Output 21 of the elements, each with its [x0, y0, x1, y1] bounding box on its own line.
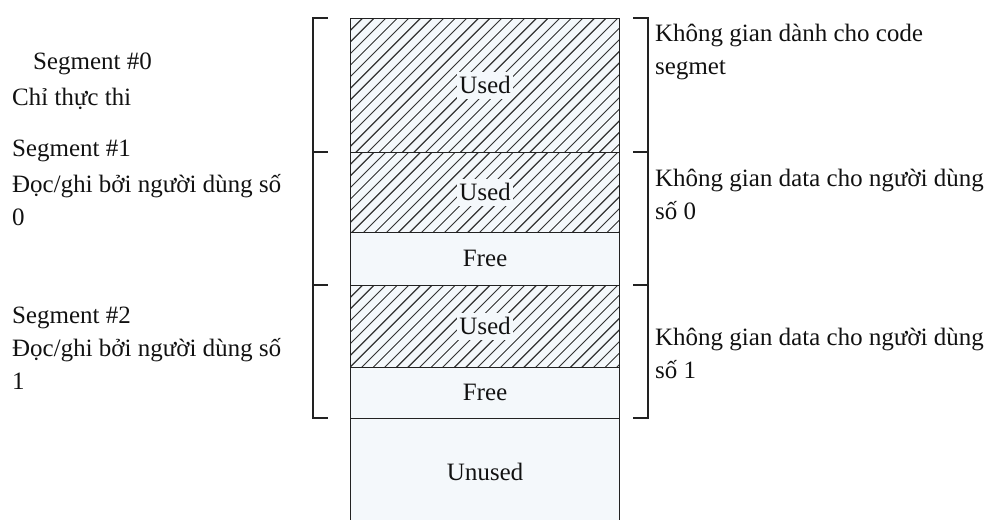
segment-note: Segment #0 — [33, 47, 153, 77]
segment-note: Đọc/ghi bởi người dùng số 0 — [12, 170, 282, 232]
segment-note: Không gian dành cho code segmet — [655, 19, 924, 82]
block-label: Used — [457, 178, 513, 206]
segment-note: Không gian data cho người dùng số 1 — [655, 323, 985, 386]
block-label: Used — [457, 312, 513, 340]
memory-block — [350, 418, 620, 520]
segment-note: Segment #2 — [12, 301, 132, 331]
segment-note: Không gian data cho người dùng số 0 — [655, 164, 985, 226]
block-label: Used — [457, 72, 513, 100]
segment-note: Đọc/ghi bởi người dùng số 1 — [12, 334, 282, 396]
segment-note: Segment #1 — [12, 134, 132, 164]
block-label: Free — [462, 245, 508, 273]
segment-note: Chỉ thực thi — [12, 83, 132, 113]
memory-block — [350, 367, 620, 419]
block-label: Unused — [446, 459, 524, 487]
memory-block — [350, 232, 620, 286]
block-label: Free — [462, 379, 508, 407]
hatched-memory-block — [350, 285, 620, 368]
hatched-memory-block — [350, 18, 620, 153]
hatched-memory-block — [350, 152, 620, 233]
